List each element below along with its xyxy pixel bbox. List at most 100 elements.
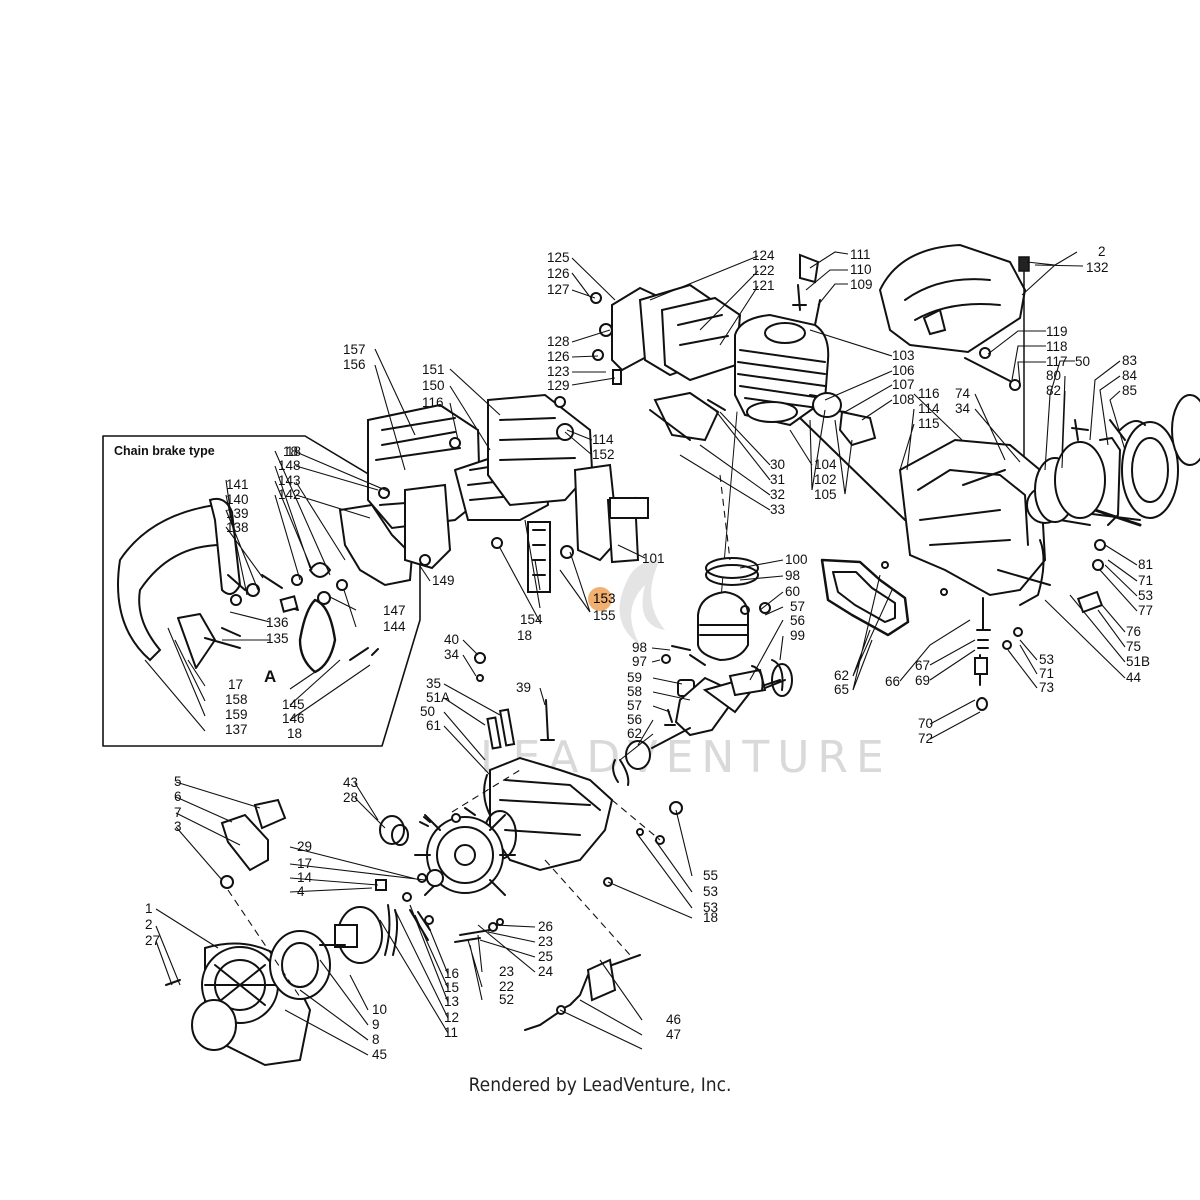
side-cover-group — [338, 393, 640, 593]
part-label: 26 — [538, 919, 553, 934]
part-label: 23 — [499, 964, 514, 979]
part-label: 3 — [174, 819, 182, 834]
part-label: 12 — [444, 1010, 459, 1025]
top-cover-group — [878, 243, 1030, 486]
part-label: 23 — [538, 934, 553, 949]
part-label: 73 — [1039, 680, 1054, 695]
part-label: 77 — [1138, 603, 1153, 618]
part-label: 75 — [1126, 639, 1141, 654]
part-label: 10 — [372, 1002, 387, 1017]
part-label: 17 — [228, 677, 243, 692]
assembly-lines — [227, 474, 731, 1001]
part-label: 66 — [885, 674, 900, 689]
part-label: 152 — [592, 447, 615, 462]
part-label: 101 — [642, 551, 665, 566]
part-label: 43 — [343, 775, 358, 790]
leader-lines — [155, 251, 1138, 1056]
part-label: 4 — [297, 884, 305, 899]
part-label: 11 — [444, 1025, 458, 1040]
part-label: 122 — [752, 263, 775, 278]
part-label: 2 — [1098, 244, 1106, 259]
part-label: 106 — [892, 363, 915, 378]
part-label: 27 — [145, 933, 160, 948]
part-label: 6 — [174, 789, 182, 804]
part-label: 107 — [892, 377, 915, 392]
watermark: LEADVENTURE — [480, 560, 884, 783]
part-label: 155 — [593, 608, 616, 623]
part-label: 60 — [785, 584, 800, 599]
part-label: 121 — [752, 278, 775, 293]
chain-brake-inset: Chain brake type — [102, 435, 421, 747]
muffler-group — [590, 283, 742, 385]
part-label: 22 — [499, 979, 514, 994]
part-label: 81 — [1138, 557, 1153, 572]
part-label: 61 — [426, 718, 441, 733]
part-label: 51B — [1126, 654, 1150, 669]
part-label: 115 — [918, 416, 940, 431]
part-label: 124 — [752, 248, 775, 263]
part-label: 138 — [226, 520, 249, 535]
part-label: 50 — [1075, 354, 1090, 369]
part-label: 13 — [444, 994, 459, 1009]
part-label: 62 — [627, 726, 642, 741]
part-label: 30 — [770, 457, 785, 472]
part-label: 51A — [426, 690, 450, 705]
part-label: 117 — [1046, 354, 1068, 369]
part-label: 123 — [547, 364, 570, 379]
part-label: 149 — [432, 573, 455, 588]
part-label: 2 — [145, 917, 153, 932]
part-label: 135 — [266, 631, 289, 646]
cylinder-group — [609, 253, 906, 521]
part-labels: 111 110 109 2 132 125 126 127 124 122 12… — [145, 244, 1153, 1062]
part-label: 40 — [444, 632, 459, 647]
part-label: 47 — [666, 1027, 681, 1042]
inset-marker: A — [264, 667, 276, 686]
part-label: 141 — [226, 477, 249, 492]
part-label: 85 — [1122, 383, 1137, 398]
part-label: 56 — [790, 613, 805, 628]
part-label: 98 — [785, 568, 800, 583]
part-label: 136 — [266, 615, 289, 630]
part-label: 14 — [297, 870, 313, 885]
part-label: 125 — [547, 250, 570, 265]
part-label: 70 — [918, 716, 933, 731]
part-label: 74 — [955, 386, 971, 401]
part-label: 50 — [420, 704, 435, 719]
part-label: 35 — [426, 676, 441, 691]
part-label: 84 — [1122, 368, 1138, 383]
part-label: 7 — [174, 805, 182, 820]
part-label: 142 — [278, 487, 301, 502]
part-label: 25 — [538, 949, 553, 964]
part-label: 29 — [297, 839, 312, 854]
part-label: 132 — [1086, 260, 1109, 275]
part-label: 31 — [770, 472, 785, 487]
part-label: 71 — [1138, 573, 1153, 588]
part-label: 76 — [1126, 624, 1141, 639]
part-label: 118 — [1046, 339, 1068, 354]
part-label: 67 — [915, 658, 930, 673]
part-label: 58 — [627, 684, 642, 699]
part-label: 127 — [547, 282, 570, 297]
part-label: 100 — [785, 552, 808, 567]
part-label: 158 — [225, 692, 248, 707]
part-label: 57 — [790, 599, 805, 614]
part-label: 18 — [517, 628, 532, 643]
part-label: 126 — [547, 349, 570, 364]
part-label: 151 — [422, 362, 445, 377]
part-label: 129 — [547, 378, 570, 393]
part-label: 53 — [1138, 588, 1153, 603]
part-label: 34 — [955, 401, 971, 416]
part-label: 146 — [282, 711, 305, 726]
part-label: 143 — [278, 473, 301, 488]
part-label: 28 — [343, 790, 358, 805]
part-label: 9 — [372, 1017, 380, 1032]
part-label: 46 — [666, 1012, 681, 1027]
part-label: 102 — [814, 472, 837, 487]
part-label: 53 — [703, 884, 718, 899]
part-label: 98 — [632, 640, 647, 655]
part-label: 53 — [703, 900, 718, 915]
highlight-marker[interactable] — [588, 587, 612, 611]
part-label: 82 — [1046, 383, 1061, 398]
part-label: 1 — [145, 901, 153, 916]
